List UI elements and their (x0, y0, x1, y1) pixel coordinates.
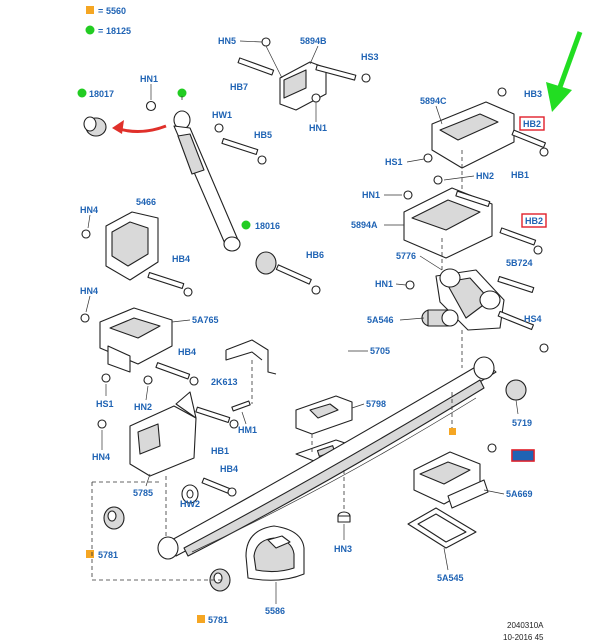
label-HB6: HB6 (306, 250, 324, 260)
label-5705: 5705 (370, 346, 390, 356)
block-5586 (245, 525, 305, 581)
label-HB2-a: HB2 (523, 119, 541, 129)
label-HN5: HN5 (218, 36, 236, 46)
label-HN1-top: HN1 (309, 123, 327, 133)
highlight-HB2-a (519, 116, 545, 131)
label-5A545: 5A545 (437, 573, 464, 583)
nut-HN3 (337, 511, 351, 523)
label-HN1-b: HN1 (362, 190, 380, 200)
label-HB3: HB3 (524, 89, 542, 99)
plate-5A545 (407, 507, 477, 549)
bracket-5894B (237, 37, 371, 111)
unlabeled-part-marker (512, 450, 534, 461)
hanger-5785 (97, 391, 239, 504)
bushing-5781-a (86, 506, 125, 558)
label-HW1: HW1 (212, 110, 232, 120)
label-5A546: 5A546 (367, 315, 394, 325)
label-5894A: 5894A (351, 220, 378, 230)
u-bolt-5705 (316, 322, 344, 372)
label-HS4: HS4 (524, 314, 542, 324)
clip-2K613 (225, 339, 277, 412)
label-HN1-c: HN1 (375, 279, 393, 289)
orange-square-marker (86, 6, 94, 14)
label-HB4-c: HB4 (220, 464, 238, 474)
legend-code-5560: 5560 (106, 6, 126, 16)
label-18016: 18016 (255, 221, 280, 231)
assembly-guides (91, 94, 463, 581)
legend-code-18125: 18125 (106, 26, 131, 36)
red-arrow-icon (115, 124, 167, 133)
label-HN2-b: HN2 (134, 402, 152, 412)
label-5894C: 5894C (420, 96, 447, 106)
legend: 5560 = = 18125 (85, 6, 131, 36)
label-5B724: 5B724 (506, 258, 533, 268)
label-HS1-b: HS1 (96, 399, 114, 409)
label-HW2: HW2 (180, 499, 200, 509)
label-HB4-b: HB4 (178, 347, 196, 357)
label-HB1-a: HB1 (511, 170, 529, 180)
green-arrow-icon (546, 31, 583, 112)
label-5A669: 5A669 (506, 489, 533, 499)
shackle-5776 (405, 268, 549, 353)
bracket-5894A (403, 175, 543, 259)
label-5798: 5798 (366, 399, 386, 409)
label-HS1-a: HS1 (385, 157, 403, 167)
label-2K613: 2K613 (211, 377, 238, 387)
label-HN3: HN3 (334, 544, 352, 554)
label-HB7: HB7 (230, 82, 248, 92)
label-HN1-a: HN1 (140, 74, 158, 84)
label-HN4-c: HN4 (92, 452, 110, 462)
green-dot-marker (85, 25, 95, 35)
bracket-5A765 (80, 307, 199, 386)
label-5785: 5785 (133, 488, 153, 498)
highlight-HB2-b (521, 213, 547, 228)
label-5A765: 5A765 (192, 315, 219, 325)
label-5776: 5776 (396, 251, 416, 261)
label-HB5: HB5 (254, 130, 272, 140)
label-HS3: HS3 (361, 52, 379, 62)
shock-absorber (77, 88, 321, 295)
label-5781-a: 5781 (98, 550, 118, 560)
legend-equals: = (98, 6, 103, 16)
label-18017: 18017 (89, 89, 114, 99)
diagram-code: 2040310A (507, 621, 544, 630)
diagram-date: 10-2016 45 (503, 633, 544, 642)
leaf-spring (157, 356, 527, 560)
label-HB4-a: HB4 (172, 254, 190, 264)
bracket-5894C (423, 87, 549, 169)
label-HB2-b: HB2 (525, 216, 543, 226)
bracket-5A669 (413, 443, 497, 509)
label-HN4-a: HN4 (80, 205, 98, 215)
label-5894B: 5894B (300, 36, 327, 46)
label-5781-b: 5781 (208, 615, 228, 625)
label-5466: 5466 (136, 197, 156, 207)
label-HB1-b: HB1 (211, 446, 229, 456)
bracket-5466 (81, 211, 193, 297)
label-HN4-b: HN4 (80, 286, 98, 296)
label-HN2-a: HN2 (476, 171, 494, 181)
label-5586: 5586 (265, 606, 285, 616)
label-5719: 5719 (512, 418, 532, 428)
legend-equals: = (98, 26, 103, 36)
orange-square-marker (449, 428, 456, 435)
label-HM1: HM1 (238, 425, 257, 435)
